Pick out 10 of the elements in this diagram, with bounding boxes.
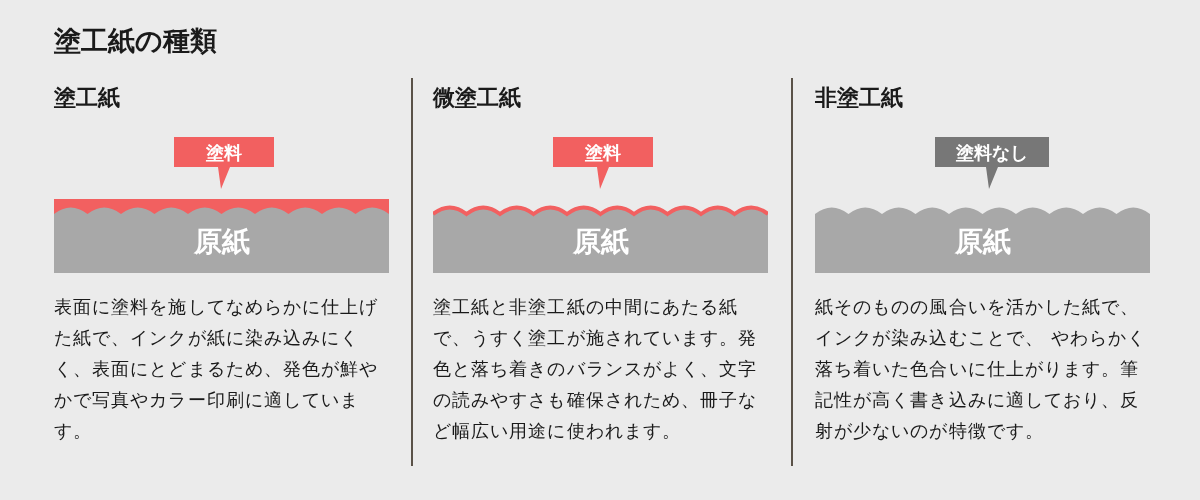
description-text: 表面に塗料を施してなめらかに仕上げた紙で、インクが紙に染み込みにくく、表面にとどまるため、発色が鮮やかで写真やカラー印刷に適しています。 — [54, 295, 380, 443]
callout-label: 塗料なし — [935, 137, 1049, 189]
page-title: 塗工紙の種類 — [54, 24, 217, 58]
column-heading: 微塗工紙 — [433, 84, 521, 112]
callout-label: 塗料 — [174, 137, 274, 189]
description-text: 塗工紙と非塗工紙の中間にあたる紙で、うすく塗工が施されています。発色と落ち着きのバランスがよく、文字の読みやすさも確保されため、冊子など幅広い用途に使われます。 — [433, 295, 759, 443]
description-text: 紙そのものの風合いを活かした紙で、インクが染み込むことで、 やわらかく落ち着いた色合いに仕上がります。筆記性が高く書き込みに適しており、反射が少ないのが特徴です。 — [815, 295, 1148, 443]
column-heading: 塗工紙 — [54, 84, 120, 112]
callout-label: 塗料 — [553, 137, 653, 189]
column-heading: 非塗工紙 — [815, 84, 903, 112]
